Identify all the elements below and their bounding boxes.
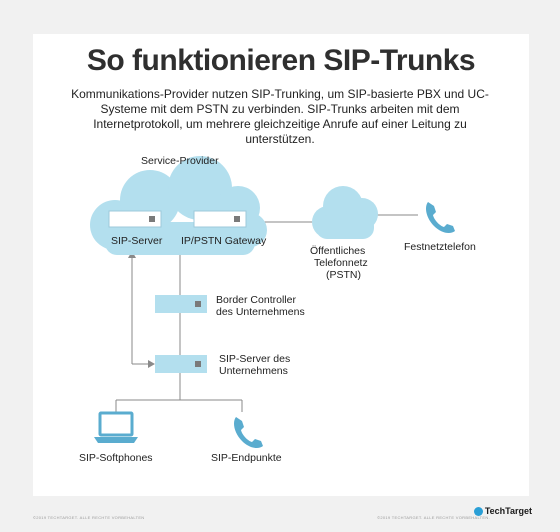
phone-icon	[426, 202, 455, 234]
techtarget-logo: TechTarget	[473, 506, 532, 517]
description: Kommunikations-Provider nutzen SIP-Trunk…	[71, 87, 489, 146]
logo-dot-icon	[473, 507, 483, 517]
endpunkte-label: SIP-Endpunkte	[211, 452, 282, 464]
sip-server-label: SIP-Server	[111, 235, 163, 247]
gateway-label: IP/PSTN Gateway	[181, 235, 267, 247]
border-controller-label-line1: Border Controller	[216, 294, 296, 306]
border-controller-box	[155, 295, 207, 313]
enterprise-sip-label-line1: SIP-Server des	[219, 353, 290, 365]
sip-server-box	[108, 210, 162, 228]
enterprise-sip-server-box	[155, 355, 207, 373]
diagram-card	[33, 34, 529, 496]
pstn-label-line3: (PSTN)	[326, 269, 361, 281]
enterprise-sip-label-line2: Unternehmens	[219, 365, 288, 377]
pstn-label-line2: Telefonnetz	[314, 257, 368, 269]
page-title: So funktionieren SIP-Trunks	[86, 44, 476, 77]
laptop-icon	[94, 411, 138, 443]
copyright-left: ©2019 TECHTARGET. ALLE RECHTE VORBEHALTE…	[33, 515, 145, 520]
logo-text: TechTarget	[484, 506, 532, 516]
border-controller-label-line2: des Unternehmens	[216, 306, 305, 318]
gateway-box	[193, 210, 247, 228]
service-provider-label: Service-Provider	[141, 155, 219, 167]
pstn-cloud	[312, 186, 378, 239]
arrow-right-head	[148, 360, 155, 368]
festnetztelefon-label: Festnetztelefon	[404, 241, 476, 253]
copyright-right: ©2019 TECHTARGET. ALLE RECHTE VORBEHALTE…	[377, 515, 490, 520]
connector-lines	[115, 214, 418, 412]
pstn-label-line1: Öffentliches	[310, 245, 365, 257]
softphones-label: SIP-Softphones	[79, 452, 153, 464]
endpoint-phone-icon	[234, 417, 263, 449]
